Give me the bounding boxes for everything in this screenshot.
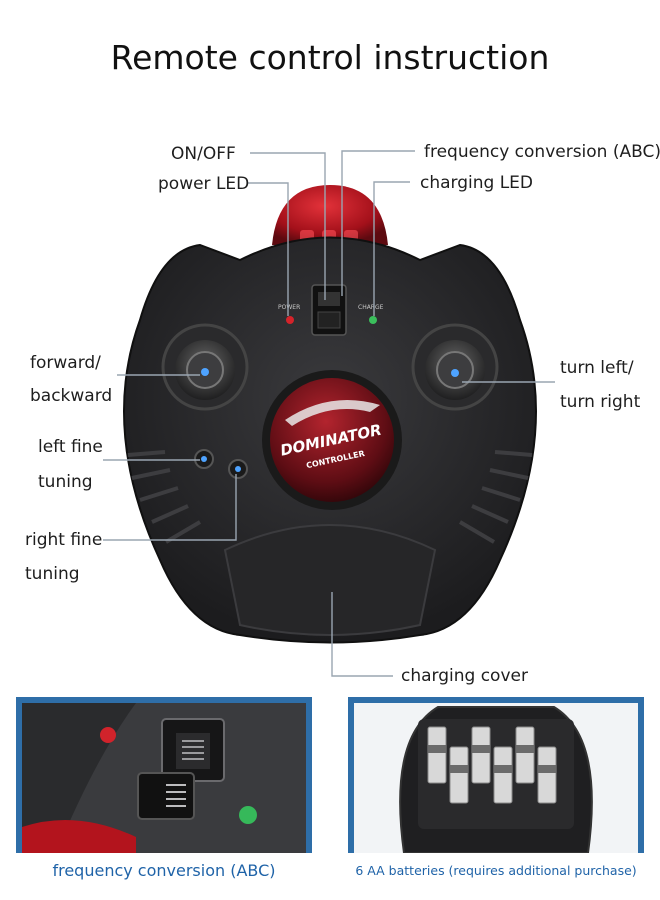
label-right-fine-tuning: tuning: [25, 564, 80, 584]
caption-batteries: 6 AA batteries (requires additional purc…: [348, 853, 644, 887]
battery-cells: [427, 726, 557, 804]
frequency-switch-closeup: [22, 703, 306, 853]
power-led-dot: [286, 316, 294, 324]
left-joystick-center: [201, 368, 209, 376]
power-mark: POWER: [278, 304, 300, 311]
label-turn-right: turn right: [560, 392, 641, 412]
charging-cover-lid: [223, 524, 437, 636]
charging-led-dot: [369, 316, 377, 324]
label-right-fine: right fine: [25, 530, 103, 550]
label-backward: backward: [30, 386, 113, 406]
page-title: Remote control instruction: [110, 38, 550, 77]
label-on-off: ON/OFF: [171, 144, 236, 164]
label-charging-led: charging LED: [420, 173, 534, 193]
green-led-closeup: [239, 806, 257, 824]
label-left-fine-tuning: tuning: [38, 472, 93, 492]
charge-mark: CHARGE: [358, 304, 384, 311]
red-antenna-dome: [272, 185, 388, 245]
battery-panel: 6 AA batteries (requires additional purc…: [348, 697, 644, 887]
remote-illustration: POWER CHARGE DOMINATOR CONTROLLER: [103, 150, 555, 677]
label-frequency-conversion: frequency conversion (ABC): [424, 142, 660, 162]
switch-closeup-bottom: [137, 772, 195, 820]
label-left-fine: left fine: [38, 437, 103, 457]
frequency-switch-panel: frequency conversion (ABC): [16, 697, 312, 887]
battery-compartment-closeup: [354, 703, 638, 854]
right-joystick-center: [451, 369, 459, 377]
red-led-closeup: [100, 727, 116, 743]
label-forward: forward/: [30, 353, 101, 373]
label-power-led: power LED: [158, 174, 250, 194]
caption-frequency-conversion: frequency conversion (ABC): [16, 853, 312, 887]
label-charging-cover: charging cover: [401, 666, 528, 686]
label-turn-left: turn left/: [560, 358, 634, 378]
